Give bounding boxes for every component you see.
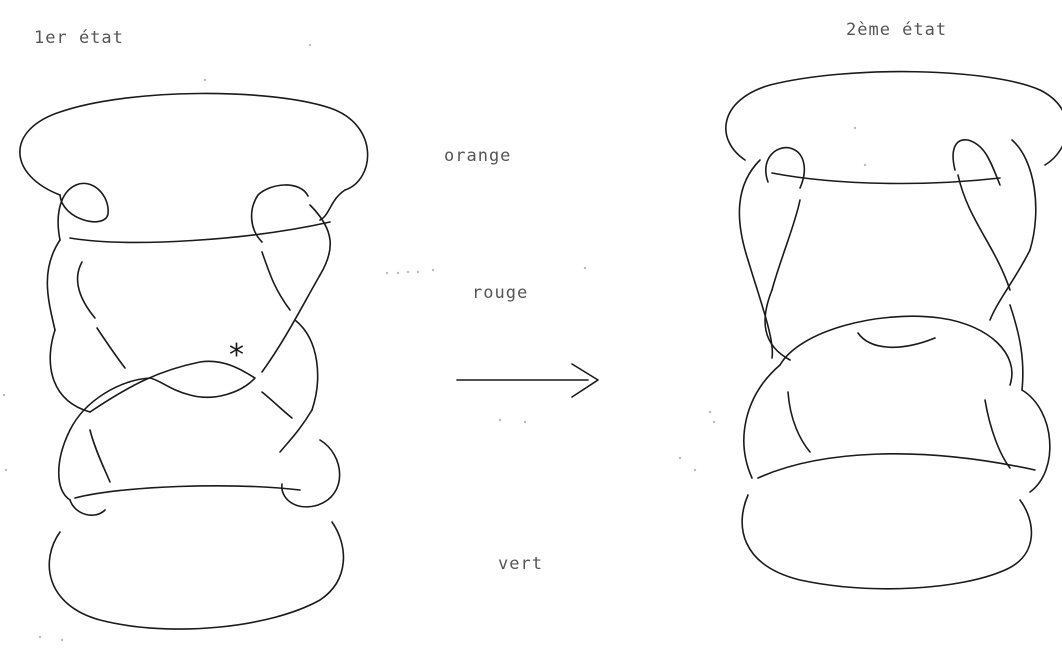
right-middle-dome — [779, 315, 1013, 386]
right-middle-dip — [857, 332, 936, 348]
right-right-twist-upper — [957, 174, 1011, 291]
scan-speckles — [2, 43, 867, 642]
lower-left-inner — [89, 429, 111, 483]
crossing-marker: * — [229, 338, 244, 373]
right-top-right-hook — [952, 139, 1001, 186]
right-lower-band — [757, 453, 1036, 479]
top-right-hook — [319, 189, 346, 221]
second-state-label: 2ème état — [846, 20, 948, 40]
middle-lower-arc — [57, 377, 151, 501]
rouge-label: rouge — [472, 283, 529, 303]
bottom-ring — [48, 521, 345, 630]
right-top-right-outer — [1011, 139, 1037, 251]
right-left-twist-upper — [771, 199, 801, 291]
right-diagonal — [261, 274, 321, 373]
lower-left-hook — [69, 499, 106, 516]
lower-right-strand — [279, 409, 313, 453]
knot-first-state — [19, 92, 369, 630]
right-top-left-outer — [738, 159, 761, 261]
orange-label: orange — [444, 146, 512, 166]
left-outer-mid — [49, 329, 91, 413]
left-outer-upper — [46, 239, 61, 331]
right-bottom-ring — [741, 494, 1033, 590]
right-left-twist-lower — [764, 289, 791, 361]
right-outer-lower — [294, 319, 319, 411]
right-left-twist-outer — [747, 259, 774, 359]
first-state-label: 1er état — [34, 28, 124, 48]
lower-right-hook — [281, 439, 341, 508]
right-lower-left — [743, 364, 781, 479]
right-right-twist-outer — [989, 249, 1031, 321]
top-ring — [19, 92, 369, 196]
right-top-ring — [725, 70, 1062, 166]
top-left-hook — [57, 182, 109, 241]
right-lower-left-inner — [787, 391, 811, 453]
right-inner-upper — [261, 251, 291, 311]
vert-label: vert — [498, 554, 543, 574]
right-lower-right — [1021, 389, 1051, 493]
middle-crossing-arc — [89, 360, 256, 413]
right-lower-right-inner — [984, 399, 1011, 469]
transition-arrow — [456, 363, 599, 398]
right-upper-band — [771, 172, 1001, 185]
left-inner-lower — [96, 327, 126, 369]
middle-right-lower — [261, 391, 293, 419]
knot-second-state — [725, 70, 1062, 590]
top-right-loop — [250, 184, 309, 243]
right-outer-upper — [309, 204, 331, 276]
left-inner-upper — [76, 261, 96, 319]
right-right-twist-lower — [1009, 304, 1024, 391]
right-top-left-hook — [765, 146, 806, 189]
upper-band — [69, 221, 331, 244]
lower-band — [74, 485, 301, 499]
